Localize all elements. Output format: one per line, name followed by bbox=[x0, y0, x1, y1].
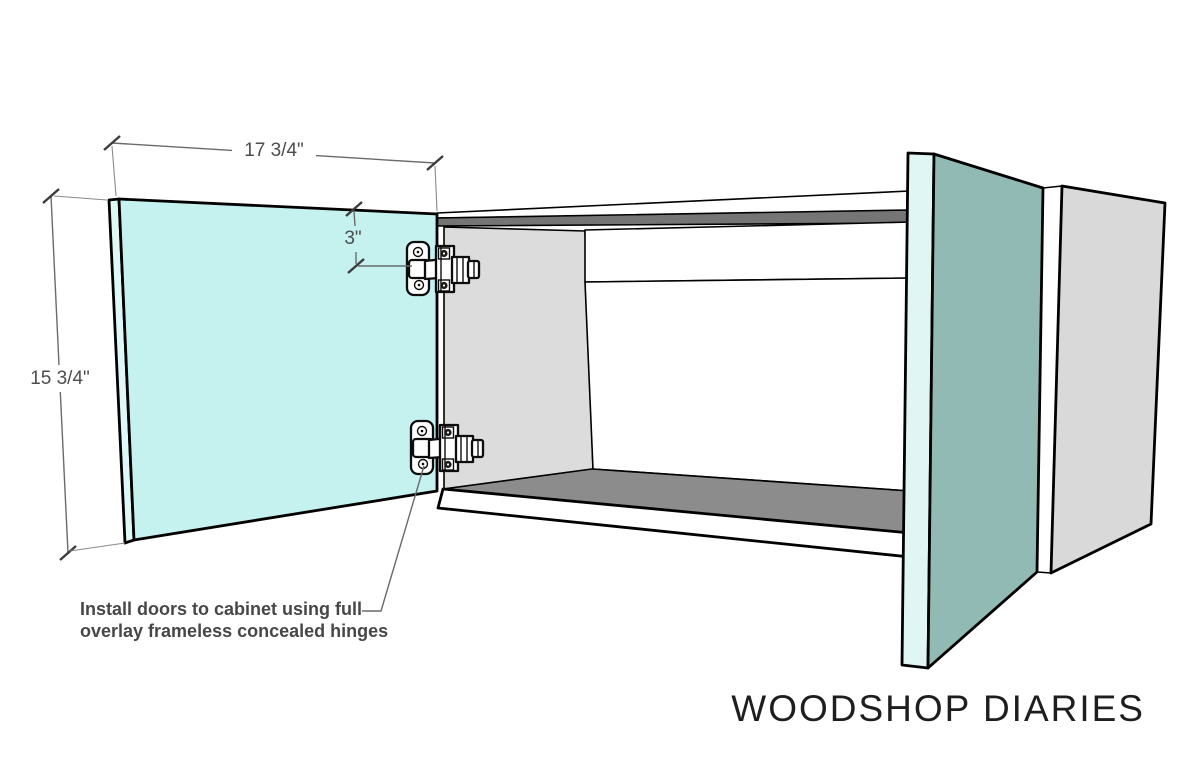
dimension-door-width bbox=[103, 135, 444, 212]
installation-note: Install doors to cabinet using full over… bbox=[80, 598, 388, 642]
right-door-face bbox=[926, 152, 1045, 670]
woodshop-diaries-logo: WOODSHOP DIARIES bbox=[731, 688, 1145, 729]
dimension-door-height bbox=[42, 188, 126, 561]
door-width-dimension-label: 17 3/4" bbox=[244, 140, 304, 161]
cabinet-box bbox=[436, 190, 912, 559]
dimension-hinge-inset bbox=[345, 201, 412, 274]
installation-note-line2: overlay frameless concealed hinges bbox=[80, 621, 389, 641]
left-door bbox=[107, 197, 439, 545]
hinge-inset-dimension-label: 3" bbox=[344, 228, 362, 249]
installation-note-line1: Install doors to cabinet using full bbox=[80, 599, 363, 619]
right-side-panel bbox=[1049, 184, 1167, 575]
left-door-face bbox=[117, 197, 439, 542]
cabinet-back-stretcher bbox=[584, 221, 911, 283]
door-height-dimension-label: 15 3/4" bbox=[30, 368, 90, 389]
cabinet-right-side bbox=[1036, 184, 1167, 575]
cabinet-back-panel bbox=[584, 277, 911, 492]
note-leader-line bbox=[362, 465, 425, 612]
right-door bbox=[900, 151, 1045, 670]
